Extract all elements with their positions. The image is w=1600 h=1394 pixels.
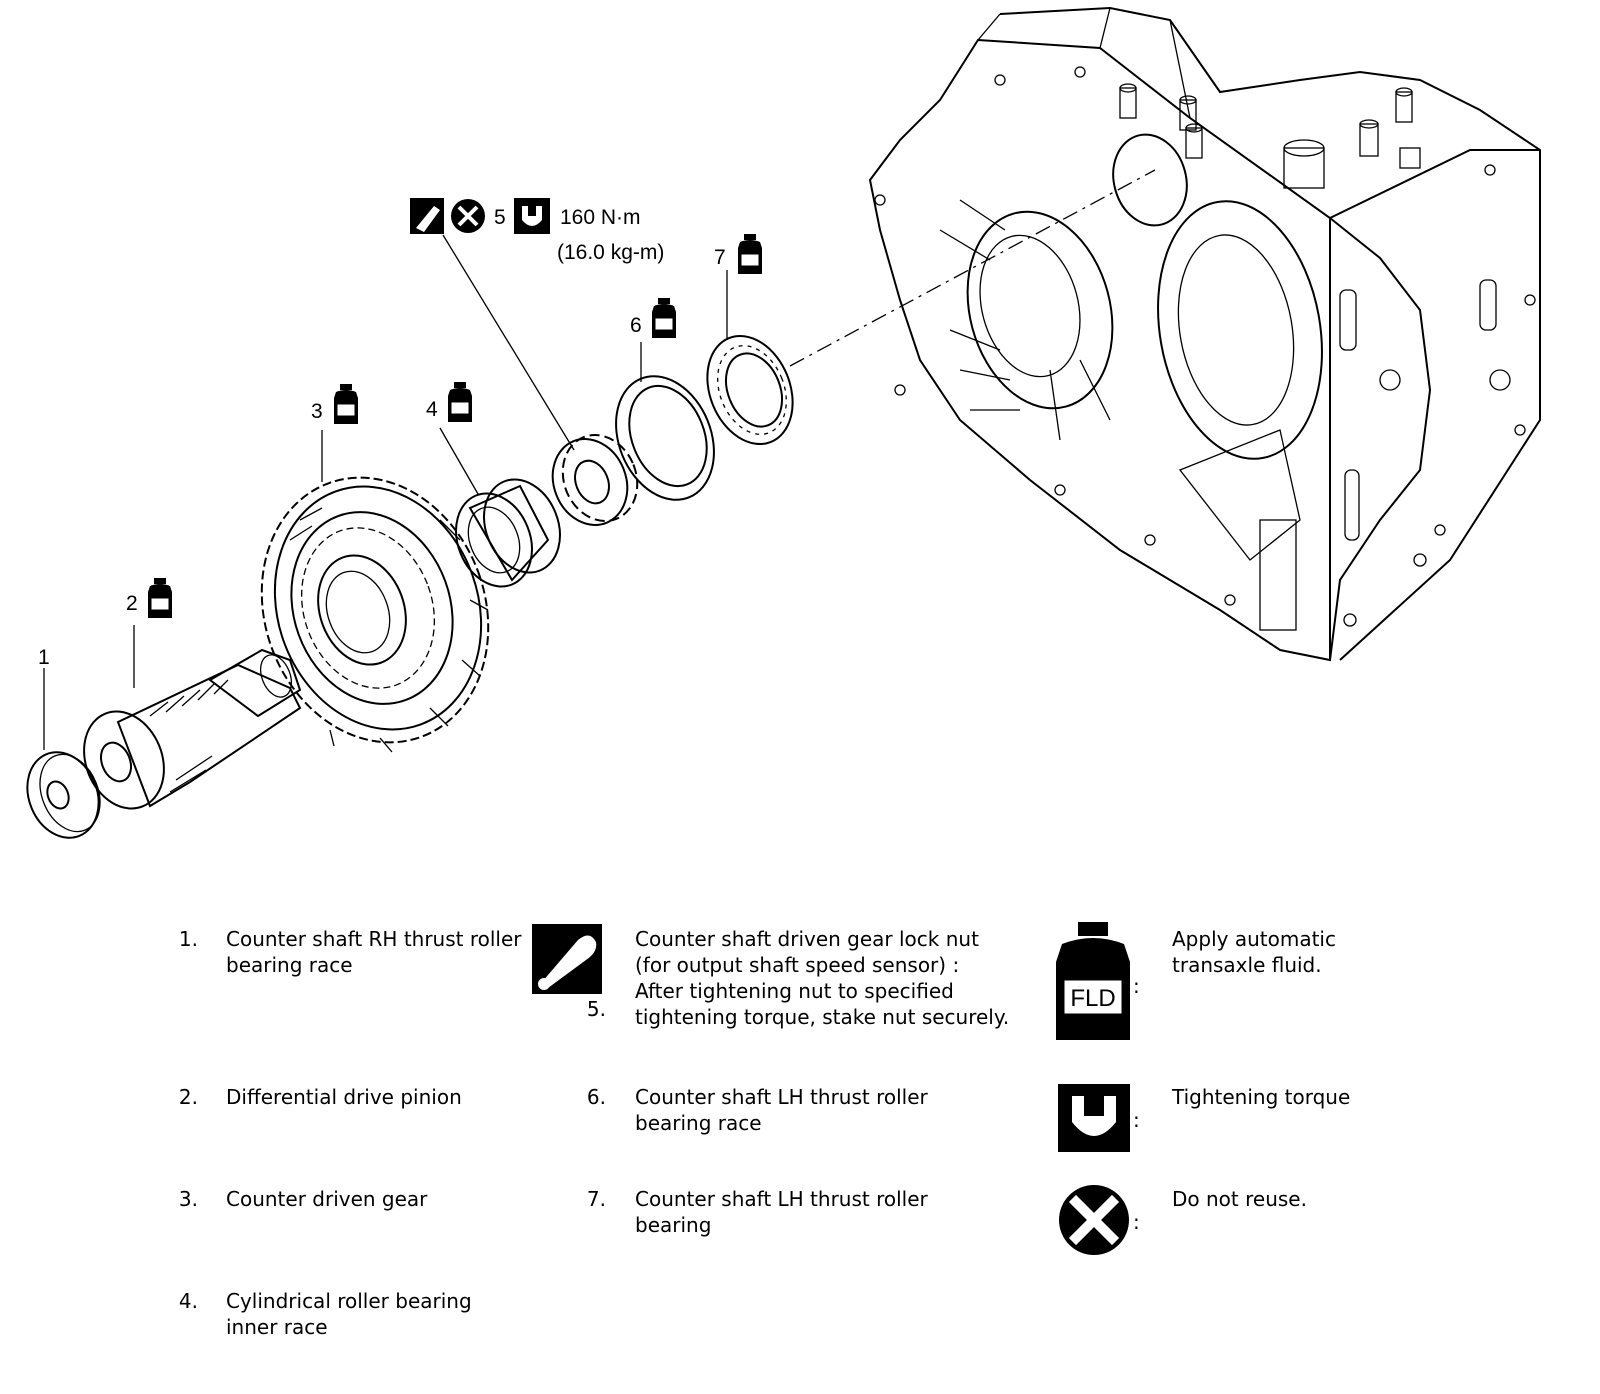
torque-wrench-icon: [1058, 1084, 1130, 1152]
part-7-thrust-bearing: [706, 334, 794, 446]
legend-text-6: Counter shaft LH thrust roller bearing r…: [635, 1085, 928, 1135]
do-not-reuse-icon: [1059, 1185, 1129, 1255]
legend-torque-text: Tightening torque: [1172, 1085, 1351, 1109]
fluid-bottle-icon: [447, 381, 473, 423]
part-6-thrust-race: [615, 375, 715, 501]
part-1-thrust-race: [26, 751, 101, 839]
callout-1: 1: [38, 646, 50, 669]
colon-torque: :: [1133, 1108, 1140, 1132]
part-2-drive-pinion: [83, 648, 302, 810]
part-4-inner-race: [455, 478, 561, 588]
legend-text-7: Counter shaft LH thrust roller bearing: [635, 1187, 928, 1237]
legend-text-4: Cylindrical roller bearing inner race: [226, 1289, 472, 1339]
exploded-view-diagram: 1 2 3 4 5 6 7 160 N·m (16.0 kg-m): [26, 6, 1541, 839]
colon-reuse: :: [1133, 1210, 1140, 1234]
legend-reuse-text: Do not reuse.: [1172, 1187, 1307, 1211]
fluid-bottle-icon: FLD: [1056, 922, 1130, 1040]
callouts: 1 2 3 4 5 6 7 160 N·m (16.0 kg-m): [38, 206, 726, 669]
callout-7: 7: [714, 246, 726, 269]
legend-num-6: 6.: [586, 1085, 606, 1109]
fluid-bottle-icon: [651, 297, 677, 339]
legend-text-2: Differential drive pinion: [226, 1085, 462, 1109]
torque-value-nm: 160 N·m: [560, 206, 641, 229]
leader-lines: [43, 169, 1156, 750]
torque-wrench-icon: [514, 198, 550, 234]
legend-text-1: Counter shaft RH thrust roller bearing r…: [226, 927, 522, 977]
callout-2: 2: [126, 592, 138, 615]
colon-fld: :: [1133, 974, 1140, 998]
legend-num-1: 1.: [178, 927, 198, 951]
callout-5: 5: [494, 206, 506, 229]
fld-label: FLD: [1070, 985, 1115, 1012]
torque-value-kgm: (16.0 kg-m): [557, 241, 664, 264]
legend-fld-text: Apply automatic transaxle fluid.: [1172, 927, 1336, 977]
transaxle-case: [868, 6, 1541, 662]
stake-icon: [410, 198, 444, 234]
fluid-bottle-icon: [333, 383, 359, 425]
legend-text-3: Counter driven gear: [226, 1187, 428, 1211]
legend-num-3: 3.: [178, 1187, 198, 1211]
callout-6: 6: [630, 314, 642, 337]
legend-num-2: 2.: [178, 1085, 198, 1109]
legend-text-5: Counter shaft driven gear lock nut (for …: [635, 927, 1010, 1029]
callout-4: 4: [426, 398, 438, 421]
legend-num-4: 4.: [178, 1289, 198, 1313]
part-5-lock-nut: [551, 434, 639, 526]
stake-icon: [532, 924, 602, 994]
callout-3: 3: [311, 400, 323, 423]
fluid-bottle-icon: [147, 577, 173, 619]
fluid-bottle-icon: [737, 233, 763, 275]
diagram-fld-icons: [147, 233, 763, 619]
part-3-driven-gear: [260, 476, 490, 753]
do-not-reuse-icon: [451, 199, 485, 233]
legend-num-7: 7.: [586, 1187, 606, 1211]
part-5-symbols: [410, 198, 550, 234]
legend-num-5: 5.: [586, 997, 606, 1021]
